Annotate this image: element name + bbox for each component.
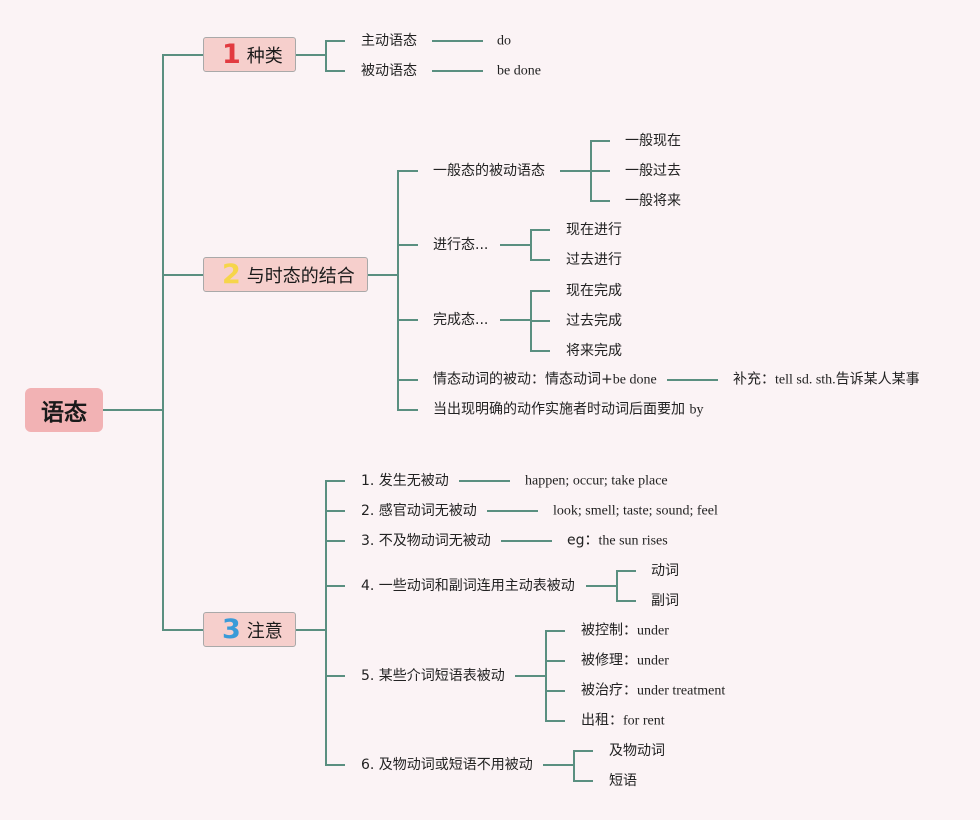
note-5-item-repaired[interactable]: 被修理：under bbox=[581, 652, 669, 669]
passive-voice-node[interactable]: 被动语态 bbox=[361, 63, 417, 79]
active-voice-node[interactable]: 主动语态 bbox=[361, 33, 417, 49]
note-3-node[interactable]: 3. 不及物动词无被动 bbox=[361, 533, 491, 549]
root-label: 语态 bbox=[41, 400, 87, 426]
branch-label-types: 种类 bbox=[246, 45, 283, 67]
branch-notes[interactable]: 3 注意 bbox=[203, 612, 296, 647]
simple-passive-node[interactable]: 一般态的被动语态 bbox=[433, 163, 545, 179]
branch-types[interactable]: 1 种类 bbox=[203, 37, 296, 72]
agent-by-node[interactable]: 当出现明确的动作实施者时动词后面要加 by bbox=[433, 401, 704, 418]
simple-past-node[interactable]: 一般过去 bbox=[625, 163, 681, 179]
simple-present-node[interactable]: 一般现在 bbox=[625, 133, 681, 149]
past-perfect-node[interactable]: 过去完成 bbox=[566, 313, 622, 329]
passive-voice-form: be done bbox=[497, 63, 541, 79]
root-node[interactable]: 语态 bbox=[25, 388, 103, 432]
branch-tense-combination[interactable]: 2 与时态的结合 bbox=[203, 257, 368, 292]
future-perfect-node[interactable]: 将来完成 bbox=[566, 343, 622, 359]
present-perfect-node[interactable]: 现在完成 bbox=[566, 283, 622, 299]
note-5-item-treated[interactable]: 被治疗：under treatment bbox=[581, 682, 726, 699]
note-5-node[interactable]: 5. 某些介词短语表被动 bbox=[361, 668, 505, 684]
past-progressive-node[interactable]: 过去进行 bbox=[566, 252, 622, 268]
note-6-node[interactable]: 6. 及物动词或短语不用被动 bbox=[361, 757, 533, 773]
present-progressive-node[interactable]: 现在进行 bbox=[566, 222, 622, 238]
note-5-item-rent[interactable]: 出租：for rent bbox=[581, 712, 665, 729]
note-4-adverb-node[interactable]: 副词 bbox=[651, 593, 679, 609]
note-1-value: happen; occur; take place bbox=[525, 473, 668, 489]
simple-future-node[interactable]: 一般将来 bbox=[625, 193, 681, 209]
note-1-node[interactable]: 1. 发生无被动 bbox=[361, 473, 449, 489]
branch-number-2: 2 bbox=[222, 259, 241, 290]
branch-number-3: 3 bbox=[222, 614, 241, 645]
note-6-transitive-node[interactable]: 及物动词 bbox=[609, 743, 665, 759]
branch-label-tense-combination: 与时态的结合 bbox=[246, 265, 355, 287]
note-6-phrase-node[interactable]: 短语 bbox=[609, 773, 637, 789]
note-4-verb-node[interactable]: 动词 bbox=[651, 563, 679, 579]
modal-supplement-node[interactable]: 补充：tell sd. sth.告诉某人某事 bbox=[733, 371, 920, 388]
note-2-value: look; smell; taste; sound; feel bbox=[553, 503, 718, 519]
branch-label-notes: 注意 bbox=[246, 620, 283, 642]
note-3-value: eg：the sun rises bbox=[567, 532, 668, 549]
note-2-node[interactable]: 2. 感官动词无被动 bbox=[361, 503, 477, 519]
modal-passive-node[interactable]: 情态动词的被动：情态动词+be done bbox=[433, 371, 657, 388]
branch-number-1: 1 bbox=[222, 39, 241, 70]
note-4-node[interactable]: 4. 一些动词和副词连用主动表被动 bbox=[361, 578, 575, 594]
note-5-item-controlled[interactable]: 被控制：under bbox=[581, 622, 669, 639]
active-voice-form: do bbox=[497, 33, 511, 49]
perfect-node[interactable]: 完成态... bbox=[433, 312, 489, 328]
progressive-node[interactable]: 进行态... bbox=[433, 237, 489, 253]
